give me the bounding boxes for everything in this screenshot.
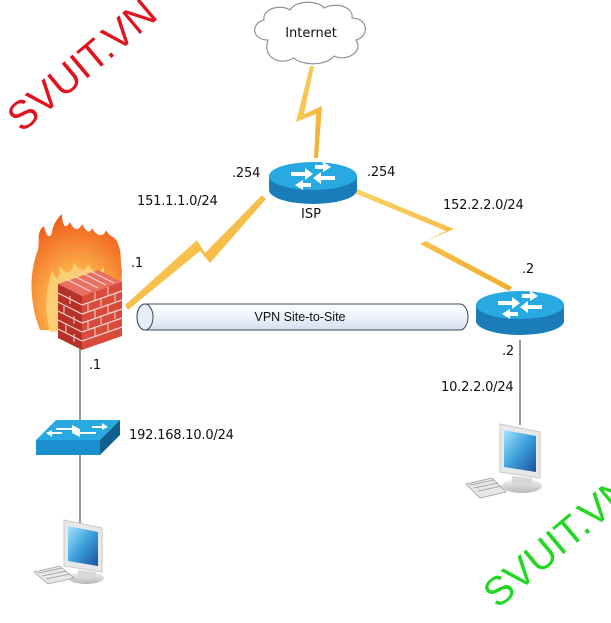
isp-router-label: ISP xyxy=(301,207,321,222)
firewall-icon[interactable] xyxy=(31,214,123,350)
vpn-tunnel[interactable]: VPN Site-to-Site xyxy=(136,303,469,331)
branch-lan-network-label: 10.2.2.0/24 xyxy=(441,380,514,395)
internet-cloud[interactable]: Internet xyxy=(254,1,366,65)
isp-right-ip-label: .254 xyxy=(367,165,396,180)
branch-router-icon[interactable] xyxy=(476,291,564,335)
branch-router-lan-ip-label: .2 xyxy=(502,344,515,359)
pc-left-icon[interactable] xyxy=(33,519,104,585)
internet-isp-serial-link xyxy=(296,66,322,158)
firewall-outside-ip-label: .1 xyxy=(131,256,144,271)
pc-right-icon[interactable] xyxy=(465,423,542,499)
branch-router-wan-ip-label: .2 xyxy=(522,262,535,277)
firewall-isp-serial-link xyxy=(125,195,266,310)
isp-branch-network-label: 152.2.2.0/24 xyxy=(443,198,524,213)
firewall-isp-network-label: 151.1.1.0/24 xyxy=(137,194,218,209)
switch-icon[interactable] xyxy=(36,420,120,455)
isp-left-ip-label: .254 xyxy=(232,166,261,181)
isp-branch-serial-link xyxy=(352,188,512,291)
firewall-inside-ip-label: .1 xyxy=(89,358,102,373)
switch-lan-network-label: 192.168.10.0/24 xyxy=(129,428,234,443)
internet-label: Internet xyxy=(285,26,337,41)
isp-router-icon[interactable] xyxy=(269,162,357,204)
vpn-tunnel-label: VPN Site-to-Site xyxy=(254,310,345,324)
